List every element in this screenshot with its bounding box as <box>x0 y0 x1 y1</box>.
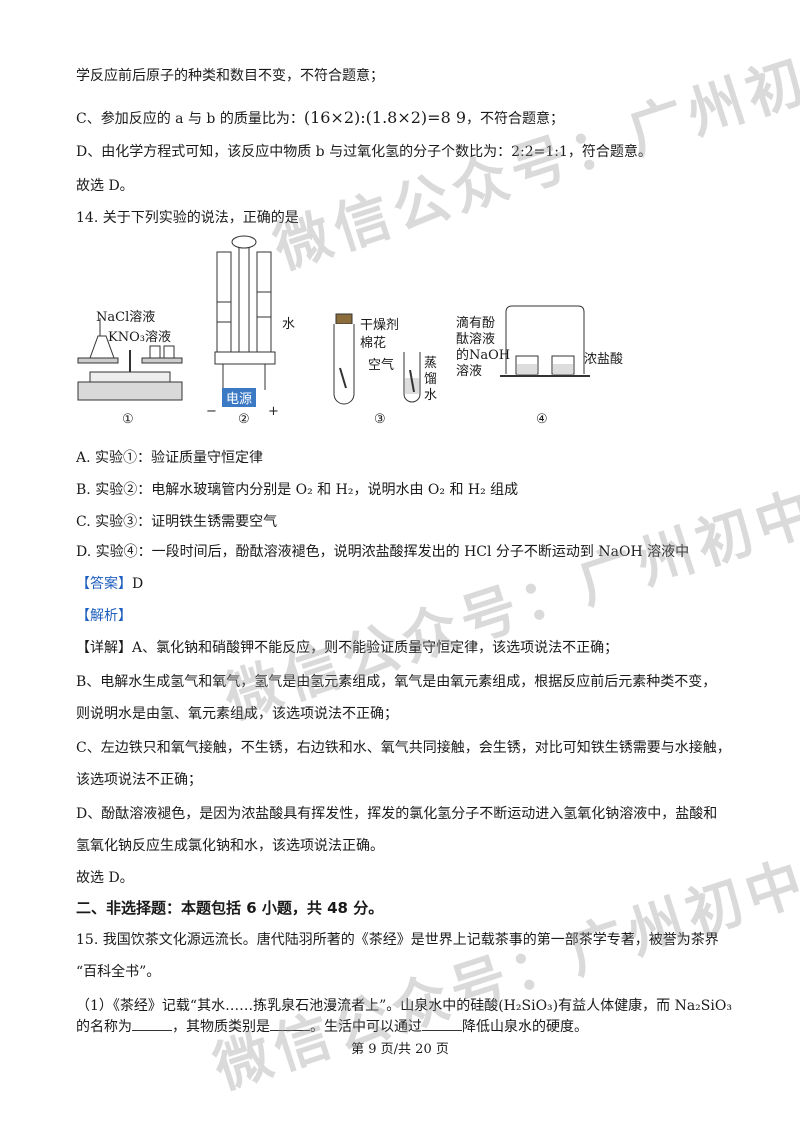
detail-a: 【详解】A、氯化钠和硝酸钾不能反应，则不能验证质量守恒定律，该选项说法不正确； <box>76 638 618 658</box>
text-line: D、由化学方程式可知，该反应中物质 b 与过氧化氢的分子个数比为：2:2=1:1… <box>76 144 652 160</box>
watermark: 微信公众号：广州初中 <box>206 848 800 1102</box>
text-segment: C、参加反应的 a 与 b 的质量比为： <box>76 111 304 127</box>
label-phenol-1: 滴有酚 <box>456 316 496 331</box>
label-cotton: 棉花 <box>360 336 387 351</box>
detail-d2: 氢氧化钠反应生成氯化钠和水，该选项说法正确。 <box>76 838 384 854</box>
question-15-line2: “百科全书”。 <box>76 964 161 980</box>
question-15-line4: 的名称为 ，其物质类别是 。生活中可以通过 降低山泉水的硬度。 <box>76 1016 588 1037</box>
option-a: A. 实验①：验证质量守恒定律 <box>76 450 264 466</box>
detail-d1: D、酚酞溶液褪色，是因为浓盐酸具有挥发性，挥发的氯化氢分子不断运动进入氢氧化钠溶… <box>76 806 718 822</box>
label-kno3: KNO₃溶液 <box>108 330 171 345</box>
answer-blank[interactable] <box>132 1016 172 1031</box>
detail-text: A、氯化钠和硝酸钾不能反应，则不能验证质量守恒定律，该选项说法不正确； <box>132 640 619 656</box>
figure-balance <box>77 318 183 401</box>
label-distilled-1: 蒸 <box>424 356 438 371</box>
text-segment: ，其物质类别是 <box>172 1019 270 1035</box>
figure-electrolysis <box>214 235 276 390</box>
figure-number-4: ④ <box>536 412 548 427</box>
analysis-label: 【解析】 <box>76 608 132 624</box>
text-line-c: C、参加反应的 a 与 b 的质量比为：(16×2):(1.8×2)=8 9，不… <box>76 108 564 129</box>
label-distilled-2: 馏 <box>424 372 438 387</box>
label-air: 空气 <box>368 358 395 373</box>
answer-blank[interactable] <box>422 1016 462 1031</box>
answer-value: D <box>132 576 144 592</box>
label-power-supply: 电源 <box>222 388 257 407</box>
choose-d: 故选 D。 <box>76 870 134 886</box>
label-phenol-3: 的NaOH <box>456 348 511 363</box>
text-line: 故选 D。 <box>76 178 134 194</box>
label-hcl: 浓盐酸 <box>584 352 624 367</box>
label-desiccant: 干燥剂 <box>360 318 400 333</box>
figure-number-3: ③ <box>374 412 386 427</box>
detail-c2: 该选项说法不正确； <box>76 772 202 788</box>
figure-number-1: ① <box>122 412 134 427</box>
section-heading: 二、非选择题：本题包括 6 小题，共 48 分。 <box>76 899 384 917</box>
answer-line: 【答案】D <box>76 574 143 594</box>
label-plus: + <box>268 404 279 419</box>
detail-b2: 则说明水是由氢、氧元素组成，该选项说法不正确； <box>76 706 398 722</box>
option-c: C. 实验③：证明铁生锈需要空气 <box>76 514 278 530</box>
label-minus: − <box>206 404 217 419</box>
question-15-line3: （1）《茶经》记载“其水……拣乳泉石池漫流者上”。山泉水中的硅酸(H₂SiO₃)… <box>76 998 732 1014</box>
detail-c1: C、左边铁只和氧气接触，不生锈，右边铁和水、氧气共同接触，会生锈，对比可知铁生锈… <box>76 740 731 756</box>
figure-test-tubes <box>333 313 421 405</box>
label-distilled-3: 水 <box>424 388 438 403</box>
text-segment: ，不符合题意； <box>466 111 565 127</box>
answer-blank[interactable] <box>270 1016 310 1031</box>
text-segment: 。生活中可以通过 <box>310 1019 422 1035</box>
figure-number-2: ② <box>238 412 250 427</box>
text-line: 学反应前后原子的种类和数目不变，不符合题意； <box>76 68 384 84</box>
page-footer: 第 9 页/共 20 页 <box>351 1042 449 1057</box>
text-segment: 降低山泉水的硬度。 <box>462 1019 588 1035</box>
answer-label: 【答案】 <box>76 576 132 592</box>
mass-ratio-formula: (16×2):(1.8×2)=8 9 <box>303 108 467 127</box>
detail-b1: B、电解水生成氢气和氧气，氢气是由氢元素组成，氧气是由氧元素组成，根据反应前后元… <box>76 674 717 690</box>
option-d: D. 实验④：一段时间后，酚酞溶液褪色，说明浓盐酸挥发出的 HCl 分子不断运动… <box>76 544 690 560</box>
question-15-line1: 15. 我国饮茶文化源远流长。唐代陆羽所著的《茶经》是世界上记载茶事的第一部茶学… <box>76 932 719 948</box>
question-14: 14. 关于下列实验的说法，正确的是 <box>76 210 299 226</box>
watermark: 微信公众号：广州初中 <box>216 478 800 732</box>
text-segment: 的名称为 <box>76 1019 132 1035</box>
detail-label: 【详解】 <box>76 640 132 656</box>
label-nacl: NaCl溶液 <box>96 310 156 325</box>
figure-bell-jar <box>500 305 590 377</box>
label-phenol-4: 溶液 <box>456 364 483 379</box>
option-b: B. 实验②：电解水玻璃管内分别是 O₂ 和 H₂，说明水由 O₂ 和 H₂ 组… <box>76 482 519 498</box>
label-phenol-2: 酞溶液 <box>456 332 496 347</box>
label-water: 水 <box>282 317 296 332</box>
